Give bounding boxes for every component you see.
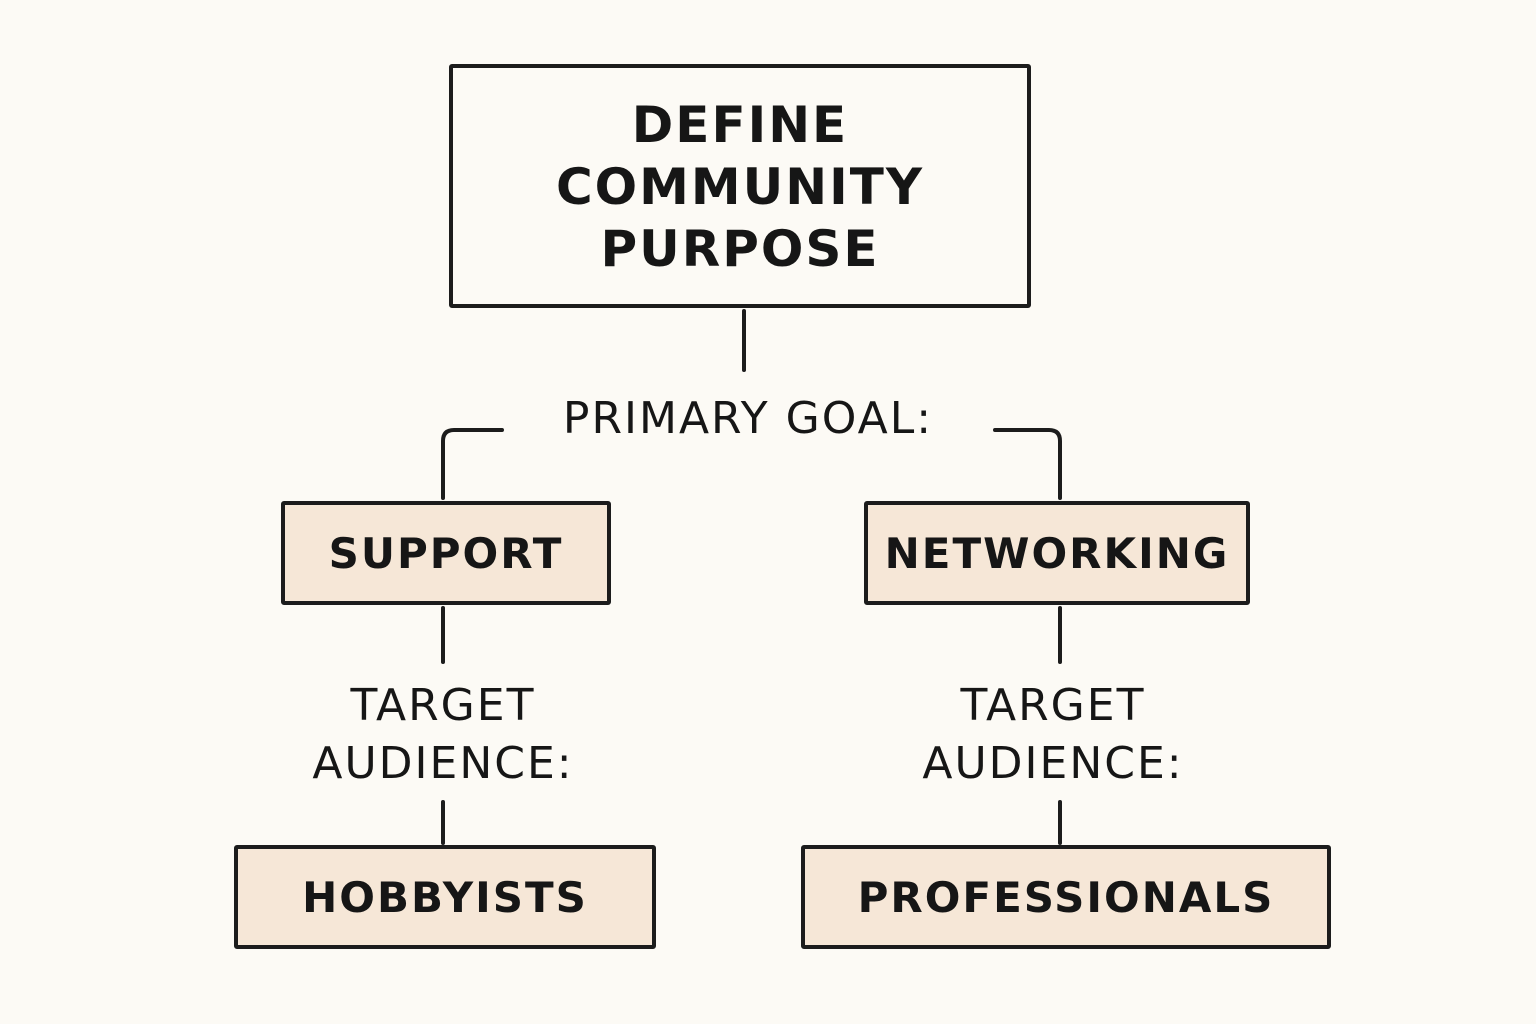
primary-goal-label: PRIMARY GOAL: [562, 393, 934, 444]
goal-node-support: SUPPORT [281, 501, 611, 605]
audience-node-hobbyists: HOBBYISTS [234, 845, 656, 949]
goal-text-support: SUPPORT [328, 528, 564, 578]
goal-text-networking: NETWORKING [884, 528, 1230, 578]
target-audience-label-right-line-1: TARGET [960, 680, 1146, 731]
audience-node-professionals: PROFESSIONALS [801, 845, 1331, 949]
edge-goal-label-to-support [441, 428, 504, 500]
target-audience-label-right: TARGET AUDIENCE: [873, 677, 1233, 793]
goal-node-networking: NETWORKING [864, 501, 1250, 605]
target-audience-label-right-line-2: AUDIENCE: [922, 738, 1184, 789]
target-audience-label-left-line-1: TARGET [350, 680, 536, 731]
edge-goal-label-to-networking [993, 428, 1062, 500]
audience-text-hobbyists: HOBBYISTS [302, 872, 588, 922]
root-line-1: DEFINE [631, 96, 849, 154]
target-audience-label-left: TARGET AUDIENCE: [263, 677, 623, 793]
root-node-define-community-purpose: DEFINE COMMUNITY PURPOSE [449, 64, 1031, 308]
root-line-2: COMMUNITY [555, 158, 925, 216]
target-audience-label-left-line-2: AUDIENCE: [312, 738, 574, 789]
audience-text-professionals: PROFESSIONALS [857, 872, 1275, 922]
root-line-3: PURPOSE [600, 220, 880, 278]
